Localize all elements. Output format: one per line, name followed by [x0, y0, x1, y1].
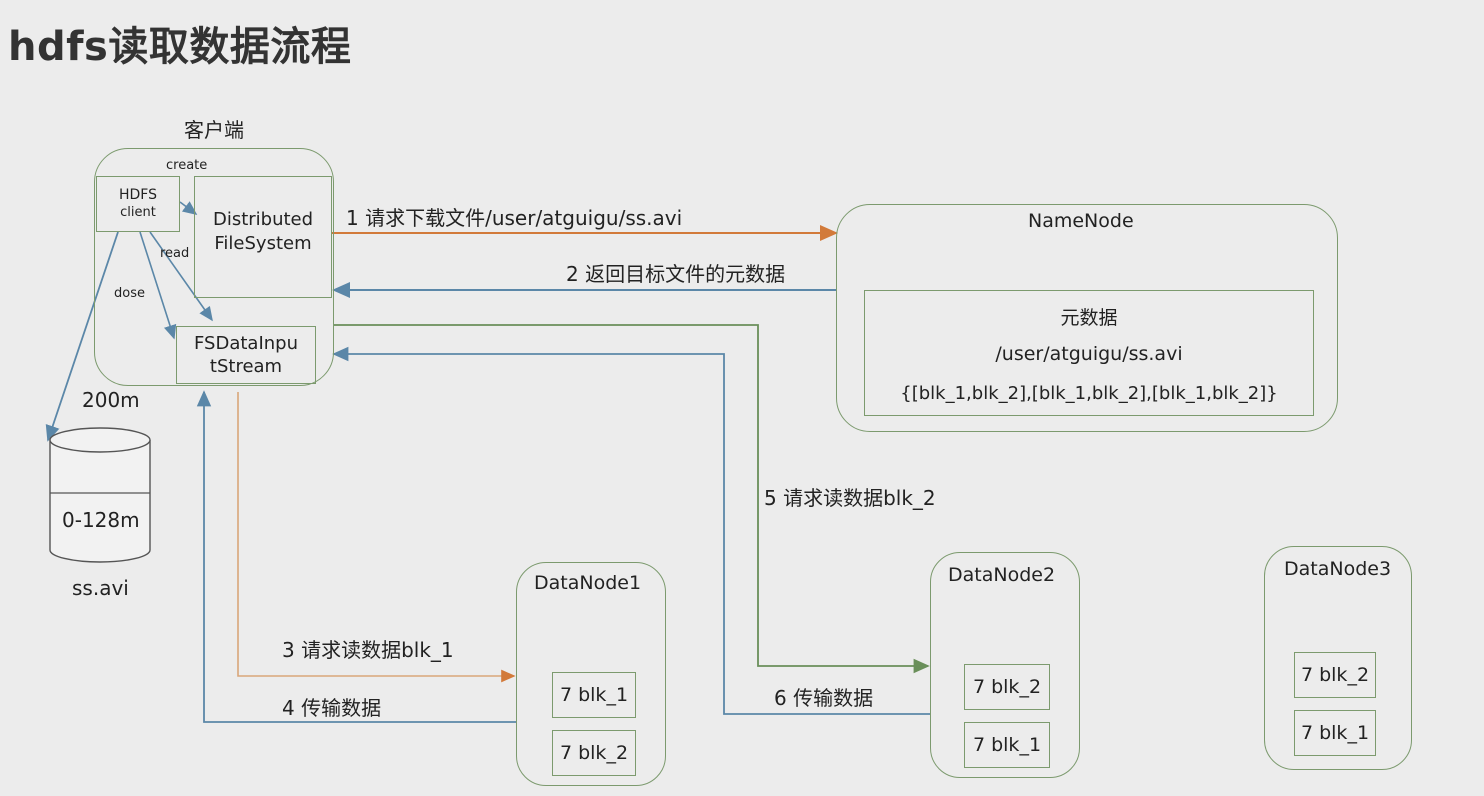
metadata-title: 元数据 — [1060, 307, 1118, 329]
arrow-close — [139, 231, 177, 340]
arrow-create — [179, 201, 198, 215]
arrow-read — [149, 231, 213, 322]
step6-label: 6 传输数据 — [774, 686, 874, 710]
datanode1-title: DataNode1 — [534, 572, 642, 594]
create-label: create — [166, 158, 208, 173]
datanode1-block-2: 7 blk_2 — [552, 730, 636, 776]
datanode3-box — [1264, 546, 1412, 770]
step3-label: 3 请求读数据blk_1 — [282, 638, 454, 662]
dfs-line1: Distributed — [212, 209, 314, 230]
step4-label: 4 传输数据 — [282, 696, 382, 720]
close-label: dose — [114, 286, 145, 301]
arrow-step3 — [237, 392, 516, 683]
namenode-box — [836, 204, 1338, 432]
fsdis-line2: tStream — [209, 356, 283, 377]
hdfs-client-line2: client — [120, 205, 156, 220]
page-title: hdfs读取数据流程 — [8, 24, 352, 70]
file-name-label: ss.avi — [72, 576, 129, 600]
hdfs-client-box: HDFS client — [96, 176, 180, 232]
metadata-box: 元数据 /user/atguigu/ss.avi {[blk_1,blk_2],… — [864, 290, 1314, 416]
datanode1-box — [516, 562, 666, 786]
datanode2-title: DataNode2 — [948, 564, 1056, 586]
distributed-filesystem-box: Distributed FileSystem — [194, 176, 332, 298]
datanode3-title: DataNode3 — [1284, 558, 1392, 580]
step5-label: 5 请求读数据blk_2 — [764, 486, 936, 510]
metadata-path: /user/atguigu/ss.avi — [995, 343, 1183, 365]
metadata-blocks: {[blk_1,blk_2],[blk_1,blk_2],[blk_1,blk_… — [900, 383, 1278, 404]
datanode2-block-1: 7 blk_2 — [964, 664, 1050, 710]
namenode-title: NameNode — [1028, 210, 1134, 232]
arrow-step5 — [334, 324, 930, 674]
datanode1-block-1: 7 blk_1 — [552, 672, 636, 718]
datanode3-block-1: 7 blk_2 — [1294, 652, 1376, 698]
file-segment-label: 0-128m — [62, 508, 140, 532]
read-label: read — [160, 246, 190, 261]
client-box — [94, 148, 334, 386]
client-label: 客户端 — [184, 118, 244, 142]
datanode3-block-2: 7 blk_1 — [1294, 710, 1376, 756]
file-size-label: 200m — [82, 388, 140, 412]
step1-label: 1 请求下载文件/user/atguigu/ss.avi — [346, 206, 683, 230]
step2-label: 2 返回目标文件的元数据 — [566, 262, 786, 286]
datanode2-box — [930, 552, 1080, 778]
fsdatainputstream-box: FSDataInpu tStream — [176, 326, 316, 384]
arrow-step6 — [332, 346, 930, 715]
file-cylinder — [49, 427, 151, 563]
arrow-step4 — [196, 390, 516, 723]
datanode2-block-2: 7 blk_1 — [964, 722, 1050, 768]
arrow-to-file — [45, 231, 119, 442]
fsdis-line1: FSDataInpu — [194, 333, 298, 354]
hdfs-client-line1: HDFS — [118, 187, 157, 203]
dfs-line2: FileSystem — [214, 233, 312, 254]
